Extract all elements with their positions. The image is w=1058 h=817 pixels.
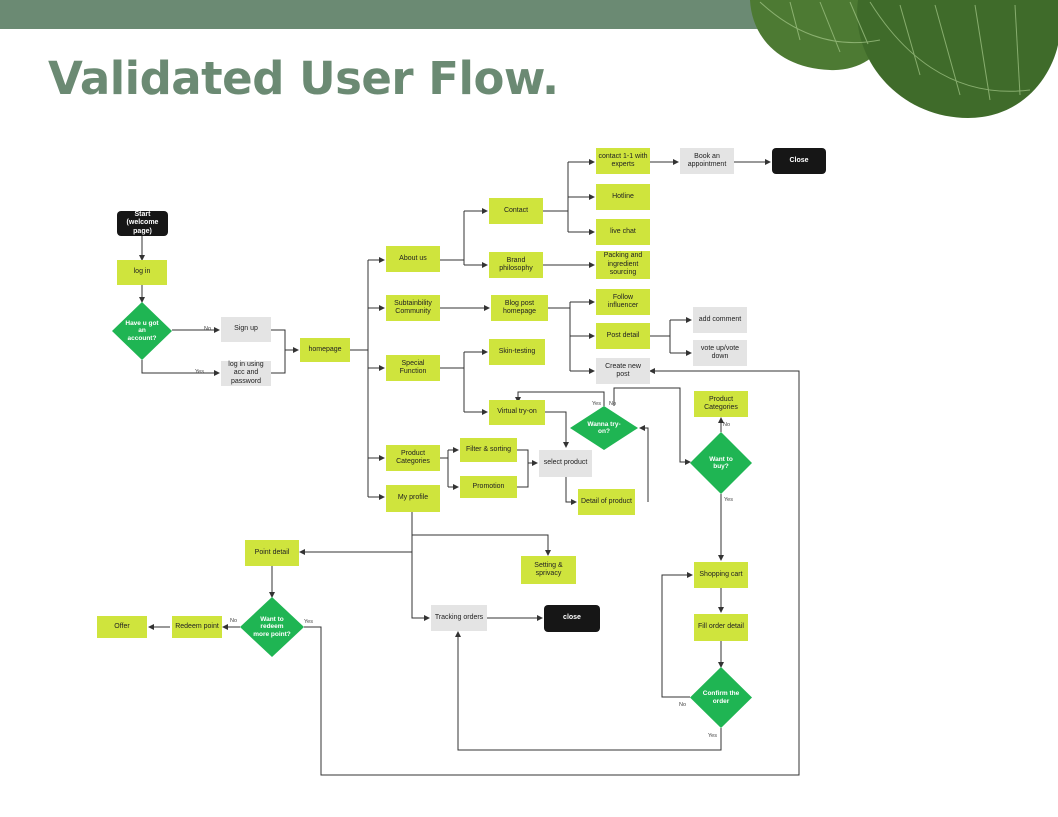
edge-label-confirm-yes: Yes <box>708 733 717 739</box>
special-function-node: Special Function <box>386 355 440 381</box>
edge-label-redeem-no: No <box>230 618 238 624</box>
edge-label-buy-no: No <box>723 422 731 428</box>
live-chat-node: live chat <box>596 219 650 245</box>
confirm-order-label: Confirm the order <box>702 690 740 705</box>
redeem-point-node: Redeem point <box>172 616 222 638</box>
edge-label-account-no: No <box>204 326 212 332</box>
create-new-post-node: Create new post <box>596 358 650 384</box>
point-detail-node: Point detail <box>245 540 299 566</box>
promotion-node: Promotion <box>460 476 517 498</box>
wanna-tryon-label: Wanna try-on? <box>587 420 621 435</box>
filter-sorting-node: Filter & sorting <box>460 438 517 462</box>
hotline-node: Hotline <box>596 184 650 210</box>
product-categories-right-node: Product Categories <box>694 391 748 417</box>
homepage-node: homepage <box>300 338 350 362</box>
have-account-decision: Have u got an account? <box>112 302 172 360</box>
follow-influencer-node: Follow influencer <box>596 289 650 315</box>
edge-label-confirm-no: No <box>679 702 687 708</box>
vote-node: vote up/vote down <box>693 340 747 366</box>
start-node: Start (welcome page) <box>117 211 168 236</box>
close-top-node: Close <box>772 148 826 174</box>
brand-philosophy-node: Brand philosophy <box>489 252 543 278</box>
my-profile-node: My profile <box>386 485 440 512</box>
wanna-tryon-decision: Wanna try-on? <box>570 406 638 450</box>
edge-label-redeem-yes: Yes <box>304 619 313 625</box>
confirm-order-decision: Confirm the order <box>690 667 752 728</box>
virtual-tryon-node: Virtual try-on <box>489 400 545 425</box>
add-comment-node: add comment <box>693 307 747 333</box>
want-redeem-decision: Want to redeem more point? <box>240 597 304 657</box>
contact-experts-node: contact 1-1 with experts <box>596 148 650 174</box>
shopping-cart-node: Shopping cart <box>694 562 748 588</box>
tracking-orders-node: Tracking orders <box>431 605 487 631</box>
login-account-node: log in using acc and password <box>221 361 271 386</box>
skin-testing-node: Skin-testing <box>489 339 545 365</box>
sustainability-node: Subtainbility Community <box>386 295 440 321</box>
edge-label-account-yes: Yes <box>195 369 204 375</box>
want-buy-decision: Want to buy? <box>690 432 752 494</box>
post-detail-node: Post detail <box>596 323 650 349</box>
contact-node: Contact <box>489 198 543 224</box>
packing-node: Packing and ingredient sourcing <box>596 251 650 279</box>
about-us-node: About us <box>386 246 440 272</box>
setting-privacy-node: Setting & sprivacy <box>521 556 576 584</box>
edge-label-tryon-no: No <box>609 401 617 407</box>
leaf-decoration <box>750 0 1058 118</box>
blog-post-node: Blog post homepage <box>491 295 548 321</box>
slide-title: Validated User Flow. <box>48 52 559 105</box>
book-appointment-node: Book an appointment <box>680 148 734 174</box>
fill-order-node: Fill order detail <box>694 614 748 641</box>
want-buy-label: Want to buy? <box>709 455 733 470</box>
edge-label-tryon-yes: Yes <box>592 401 601 407</box>
signup-node: Sign up <box>221 317 271 342</box>
have-account-label: Have u got an account? <box>125 319 159 342</box>
select-product-node: select product <box>539 450 592 477</box>
product-categories-node: Product Categories <box>386 445 440 471</box>
detail-product-node: Detail of product <box>578 489 635 515</box>
want-redeem-label: Want to redeem more point? <box>253 615 291 638</box>
offer-node: Offer <box>97 616 147 638</box>
edge-label-buy-yes: Yes <box>724 497 733 503</box>
login-node: log in <box>117 260 167 285</box>
close-bottom-node: close <box>544 605 600 632</box>
